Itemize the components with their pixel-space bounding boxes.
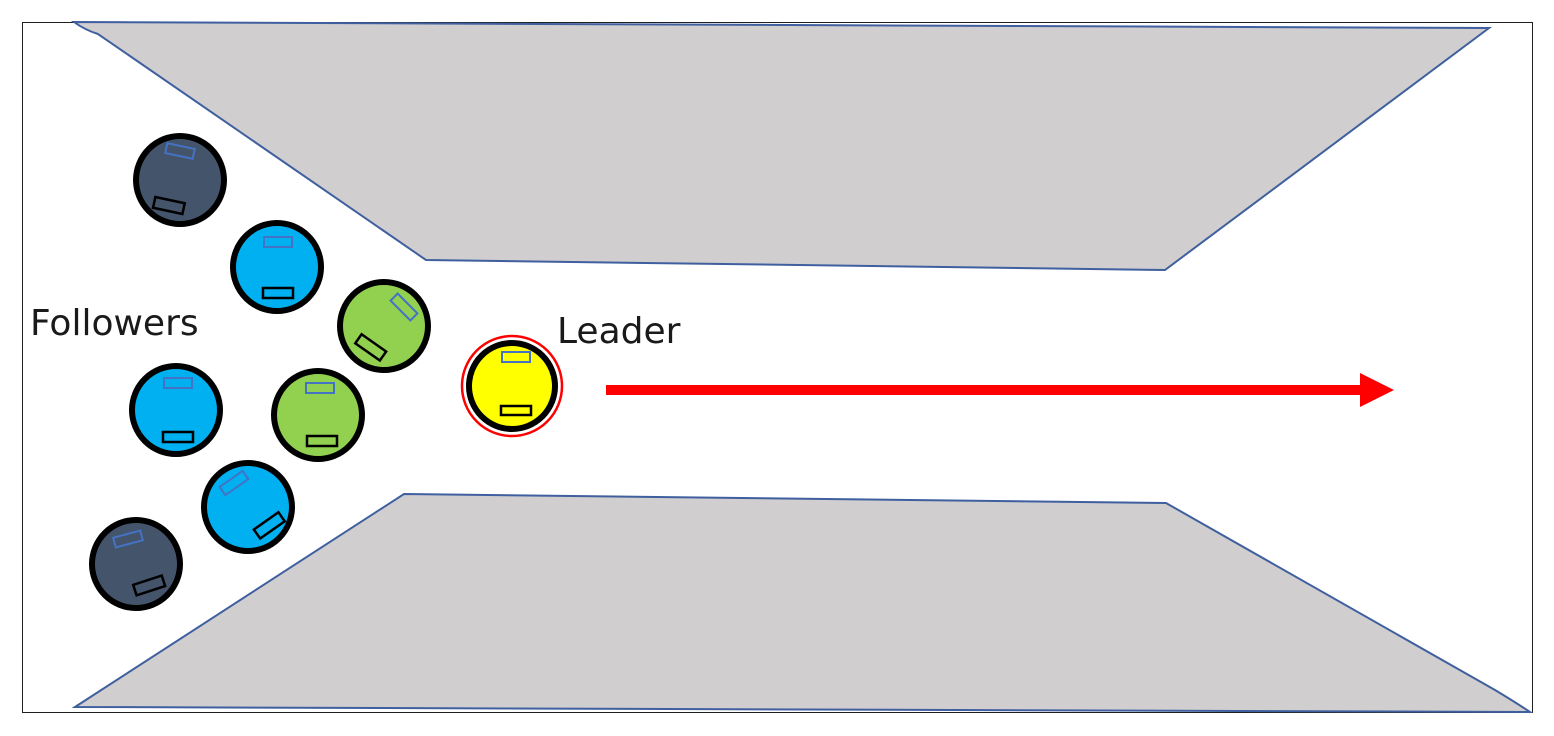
sensor-icon — [305, 434, 339, 448]
sensor-icon — [161, 430, 195, 444]
bottom-wall — [71, 492, 1534, 714]
sensor-icon — [353, 332, 388, 363]
sensor-icon — [305, 382, 335, 394]
robot-icon — [271, 368, 365, 462]
arrow-head — [1360, 373, 1394, 407]
right-arrow-icon — [606, 373, 1394, 407]
robot-icon — [133, 133, 227, 227]
leader-highlight-ring — [460, 334, 564, 438]
robot-icon — [129, 363, 223, 457]
sensor-icon — [151, 195, 187, 216]
robot-icon — [201, 460, 295, 554]
robot-icon — [337, 279, 431, 373]
sensor-icon — [163, 377, 193, 389]
sensor-icon — [261, 286, 295, 300]
sensor-icon — [501, 351, 531, 363]
follower-robot-blue-2 — [129, 363, 223, 457]
sensor-icon — [164, 142, 196, 160]
top-wall — [70, 20, 1492, 272]
follower-robot-green-2 — [271, 368, 365, 462]
follower-robot-blue-3 — [201, 460, 295, 554]
robot-icon — [230, 220, 324, 314]
leader-label: Leader — [557, 311, 681, 352]
leader-robot — [460, 334, 564, 438]
sensor-icon — [131, 574, 167, 597]
follower-robot-green-1 — [337, 279, 431, 373]
sensor-icon — [111, 529, 145, 549]
sensor-icon — [252, 510, 287, 541]
sensor-icon — [218, 469, 250, 497]
follower-robot-dark-1 — [133, 133, 227, 227]
robot-icon — [466, 340, 558, 432]
followers-label: Followers — [30, 303, 199, 344]
sensor-icon — [263, 236, 293, 248]
follower-robot-dark-2 — [89, 517, 183, 611]
follower-robot-blue-1 — [230, 220, 324, 314]
sensor-icon — [499, 404, 533, 417]
sensor-icon — [389, 292, 419, 322]
